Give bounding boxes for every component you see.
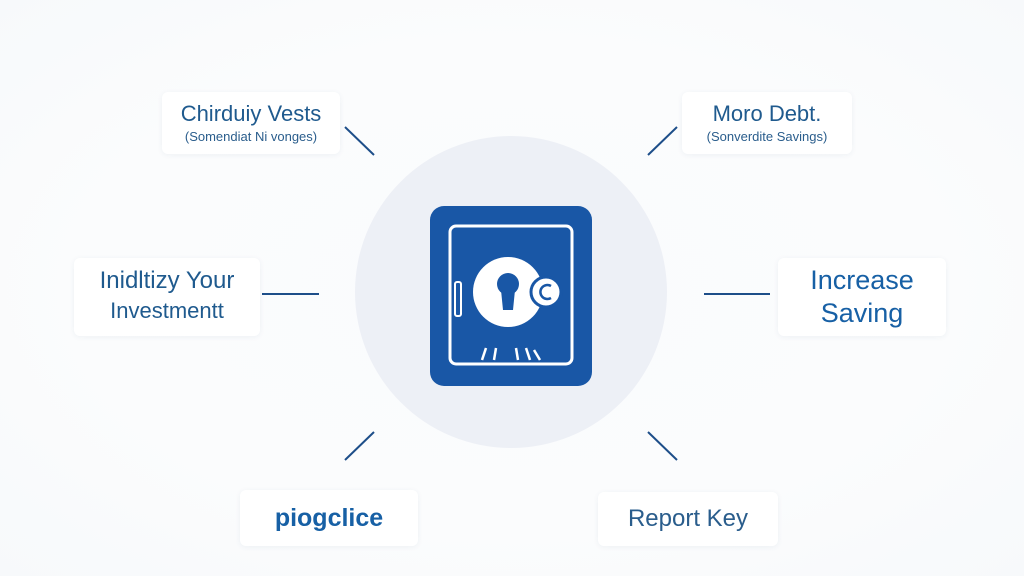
connector-bottom-left <box>344 431 375 461</box>
node-top-left: Chirduiy Vests (Somendiat Ni vonges) <box>162 92 340 154</box>
node-title: Chirduiy Vests <box>180 101 322 126</box>
node-subtitle: (Sonverdite Savings) <box>706 129 828 144</box>
connector-top-right <box>647 126 678 156</box>
node-line-1: Increase <box>810 265 914 295</box>
node-subtitle: (Somendiat Ni vonges) <box>184 129 318 144</box>
node-line-2: Saving <box>820 298 904 328</box>
node-line-1: Inidltizy Your <box>99 267 235 294</box>
node-line-2: Investmentt <box>110 298 224 323</box>
node-title: Report Key <box>627 505 749 532</box>
node-title: piogclice <box>274 504 384 532</box>
node-middle-right: Increase Saving <box>778 258 946 336</box>
node-bottom-right: Report Key <box>598 492 778 546</box>
node-title: Moro Debt. <box>712 101 822 126</box>
node-bottom-left: piogclice <box>240 490 418 546</box>
vault-safe-icon <box>430 206 592 386</box>
node-top-right: Moro Debt. (Sonverdite Savings) <box>682 92 852 154</box>
connector-top-left <box>344 126 375 156</box>
connector-bottom-right <box>647 431 678 461</box>
node-middle-left: Inidltizy Your Investmentt <box>74 258 260 336</box>
